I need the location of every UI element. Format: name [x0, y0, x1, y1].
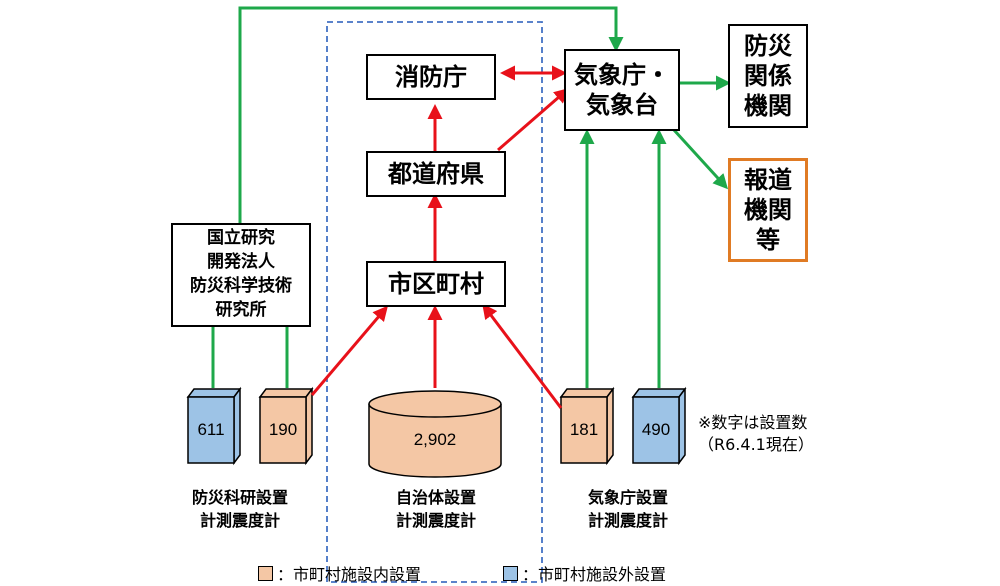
arrow-jma-to-media [672, 128, 729, 190]
nied-outside-box [186, 386, 242, 466]
legend-swatch-inside [258, 565, 273, 581]
count-jma-inside: 181 [569, 419, 599, 439]
arrow-pref-to-jma [497, 88, 570, 152]
arrow-181-to-muni [482, 303, 563, 409]
count-note: ※数字は設置数 （R6.4.1現在） [698, 413, 814, 454]
arrow-190-to-muni [310, 305, 388, 396]
media-node: 報道 機関 等 [728, 158, 808, 262]
legend-outside: ：市町村施設外設置 [503, 561, 666, 585]
group-label-jma: 気象庁設置 計測震度計 [587, 487, 668, 530]
count-jma-outside: 490 [641, 419, 671, 439]
jma-node: 気象庁・ 気象台 [564, 49, 680, 131]
group-label-nied: 防災科研設置 計測震度計 [191, 487, 288, 530]
count-nied-outside: 611 [197, 419, 225, 439]
arrow-nied-to-jma [238, 6, 624, 223]
count-nied-inside: 190 [268, 419, 298, 439]
nied-node: 国立研究 開発法人 防災科学技術 研究所 [171, 223, 311, 327]
legend-label-outside: ：市町村施設外設置 [522, 565, 667, 584]
jma-outside-box [631, 386, 687, 466]
disaster-orgs-node: 防災 関係 機関 [728, 24, 808, 128]
jma-inside-box [559, 386, 615, 466]
municipality-node: 市区町村 [366, 261, 506, 307]
prefecture-node: 都道府県 [366, 151, 506, 197]
nied-inside-box [258, 386, 314, 466]
group-label-local-gov: 自治体設置 計測震度計 [395, 487, 476, 530]
legend-label-inside: ：市町村施設内設置 [277, 565, 422, 584]
fire-agency-node: 消防庁 [366, 54, 496, 100]
count-local-gov: 2,902 [413, 429, 457, 449]
local-gov-frame [326, 21, 543, 583]
local-gov-cylinder [368, 390, 502, 478]
legend-inside: ：市町村施設内設置 [258, 561, 421, 585]
legend-swatch-outside [503, 565, 518, 581]
